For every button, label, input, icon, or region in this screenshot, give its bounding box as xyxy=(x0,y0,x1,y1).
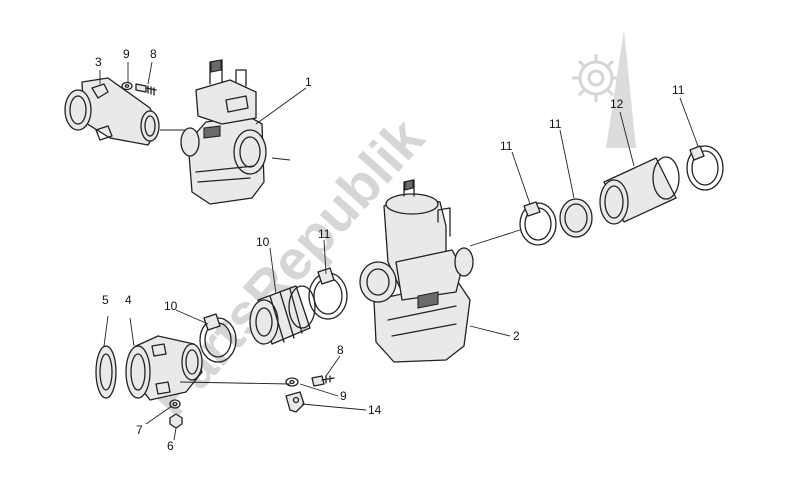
callout-10: 10 xyxy=(256,235,270,249)
hose-clamp-11-mid xyxy=(308,267,348,320)
washer-upper xyxy=(121,81,133,91)
callout-5: 5 xyxy=(102,293,109,307)
callout-4: 4 xyxy=(125,293,132,307)
callouts: 3 9 8 1 11 12 11 11 10 11 2 5 4 10 8 9 1… xyxy=(95,47,685,453)
hose-clamp-11-top-right xyxy=(686,145,724,191)
callout-8-upper: 8 xyxy=(150,47,157,61)
carburetor-lower xyxy=(359,179,474,363)
callout-3: 3 xyxy=(95,55,102,69)
callout-11-top-right: 11 xyxy=(672,83,685,97)
hose-clamp-11-mid-right xyxy=(519,201,557,246)
callout-11-mid: 11 xyxy=(318,227,331,241)
watermark-gear-icon xyxy=(572,30,636,148)
callout-11-mid-right: 11 xyxy=(500,139,513,153)
rubber-sleeve-10 xyxy=(249,285,316,345)
carburetor-upper xyxy=(180,59,267,205)
washer-lower-7 xyxy=(169,399,181,409)
callout-7: 7 xyxy=(136,423,143,437)
callout-13: 12 xyxy=(610,97,624,111)
callout-2: 2 xyxy=(513,329,520,343)
intake-manifold-lower xyxy=(125,335,203,401)
callout-12: 11 xyxy=(549,117,562,131)
bracket-14 xyxy=(285,391,305,413)
ring-12 xyxy=(559,198,593,238)
callout-11-lower-left: 10 xyxy=(164,299,178,313)
hose-clamp-11-lower-left xyxy=(199,313,237,363)
callout-8-lower: 8 xyxy=(337,343,344,357)
callout-1: 1 xyxy=(305,75,312,89)
washer-lower-9 xyxy=(285,377,299,387)
intake-sleeve-13 xyxy=(599,156,680,225)
leader-lines xyxy=(99,61,699,441)
screw-lower-8 xyxy=(311,375,335,387)
callout-14: 14 xyxy=(368,403,382,417)
nut-lower-6 xyxy=(169,413,183,429)
callout-9-upper: 9 xyxy=(123,47,130,61)
gasket-5 xyxy=(95,345,117,399)
callout-6: 6 xyxy=(167,439,174,453)
screw-upper xyxy=(135,83,157,96)
intake-manifold-upper xyxy=(64,77,160,146)
callout-9-lower: 9 xyxy=(340,389,347,403)
